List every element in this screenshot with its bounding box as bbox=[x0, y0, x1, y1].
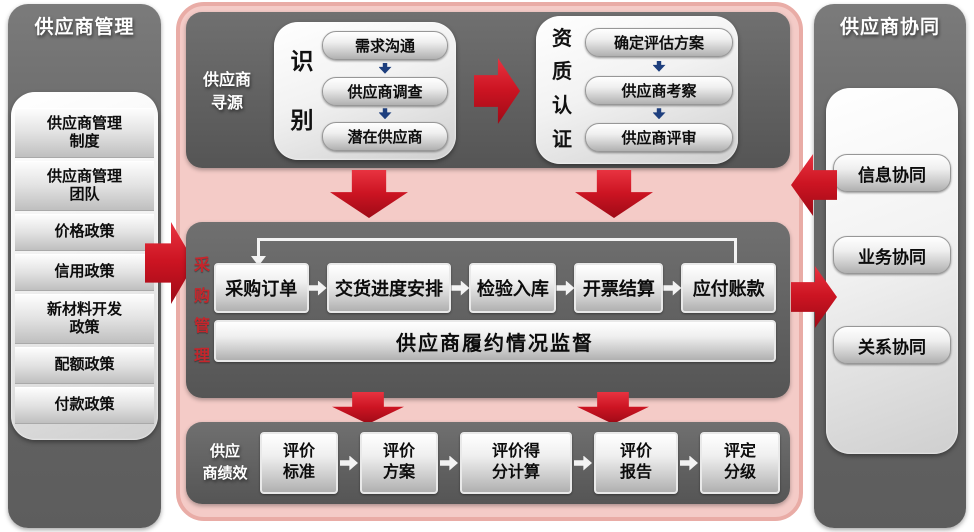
list-item: 信用政策 bbox=[15, 254, 154, 291]
arrow-right-icon bbox=[574, 455, 592, 471]
flow-node: 检验入库 bbox=[469, 263, 557, 313]
qualification-box: 资 质 认 证 确定评估方案 供应商考察 供应商评审 bbox=[536, 16, 738, 164]
procurement-panel-label: 采 购 管 理 bbox=[193, 257, 210, 366]
arrow-right-icon bbox=[474, 58, 520, 124]
flow-node: 采购订单 bbox=[214, 263, 309, 313]
arrow-down-icon bbox=[378, 108, 392, 120]
flow-node: 潜在供应商 bbox=[322, 122, 448, 151]
arrow-right-icon bbox=[451, 280, 470, 296]
left-sidebar-title: 供应商管理 bbox=[34, 16, 135, 38]
flow-node: 评价 标准 bbox=[260, 432, 338, 494]
list-item: 价格政策 bbox=[15, 214, 154, 251]
right-sidebar: 供应商协同 信息协同 业务协同 关系协同 bbox=[814, 4, 966, 528]
arrow-right-icon bbox=[340, 455, 358, 471]
identify-box: 识 别 需求沟通 供应商调查 潜在供应商 bbox=[274, 22, 456, 160]
arrow-right-icon bbox=[308, 280, 327, 296]
performance-panel-label: 供应 商绩效 bbox=[202, 443, 248, 482]
procurement-flow: 采购订单 交货进度安排 检验入库 开票结算 应付账款 bbox=[214, 263, 776, 313]
performance-flow: 评价 标准 评价 方案 评价得 分计算 评价 报告 评定 分级 bbox=[260, 432, 780, 494]
right-sidebar-title: 供应商协同 bbox=[839, 16, 940, 38]
arrow-right-icon bbox=[440, 455, 458, 471]
identify-steps: 需求沟通 供应商调查 潜在供应商 bbox=[322, 31, 448, 151]
flow-node: 交货进度安排 bbox=[326, 263, 452, 313]
monitor-bar: 供应商履约情况监督 bbox=[214, 320, 776, 362]
flow-node: 评价 报告 bbox=[594, 432, 678, 494]
flow-node: 供应商考察 bbox=[585, 75, 733, 105]
identify-label: 识 别 bbox=[290, 48, 314, 133]
flow-node: 评价 方案 bbox=[360, 432, 438, 494]
flow-node: 供应商评审 bbox=[585, 123, 733, 152]
flow-node: 确定评估方案 bbox=[585, 28, 733, 57]
flow-node: 评价得 分计算 bbox=[460, 432, 572, 494]
arrow-down-icon bbox=[652, 108, 666, 120]
sourcing-panel-label: 供应商 寻源 bbox=[202, 71, 251, 112]
flow-node: 供应商调查 bbox=[322, 76, 448, 106]
list-item: 付款政策 bbox=[15, 387, 154, 424]
list-item: 信息协同 bbox=[833, 154, 951, 192]
feedback-loop-line bbox=[257, 238, 737, 264]
flow-node: 需求沟通 bbox=[322, 31, 448, 60]
qualification-label: 资 质 认 证 bbox=[552, 27, 572, 151]
arrow-right-icon bbox=[556, 280, 575, 296]
flow-node: 评定 分级 bbox=[700, 432, 780, 494]
list-item: 关系协同 bbox=[833, 326, 951, 364]
arrow-right-icon bbox=[663, 280, 682, 296]
arrow-down-icon bbox=[652, 60, 666, 72]
list-item: 配额政策 bbox=[15, 347, 154, 384]
list-item: 供应商管理 团队 bbox=[15, 161, 154, 211]
qualification-steps: 确定评估方案 供应商考察 供应商评审 bbox=[585, 28, 733, 152]
list-item: 供应商管理 制度 bbox=[15, 108, 154, 158]
procurement-panel: 采 购 管 理 采购订单 交货进度安排 检验入库 开票结算 应付账款 供应商履约… bbox=[186, 222, 790, 398]
arrow-right-icon bbox=[680, 455, 698, 471]
arrow-down-icon bbox=[251, 256, 266, 266]
flow-node: 开票结算 bbox=[574, 263, 664, 313]
list-item: 新材料开发 政策 bbox=[15, 294, 154, 344]
list-item: 业务协同 bbox=[833, 236, 951, 274]
right-sidebar-list: 信息协同 业务协同 关系协同 bbox=[826, 88, 958, 454]
flow-node: 应付账款 bbox=[681, 263, 776, 313]
left-sidebar-list: 供应商管理 制度 供应商管理 团队 价格政策 信用政策 新材料开发 政策 配额政… bbox=[11, 92, 158, 440]
sourcing-panel: 供应商 寻源 识 别 需求沟通 供应商调查 潜在供应商 资 质 认 证 确定评估… bbox=[186, 12, 790, 168]
left-sidebar: 供应商管理 供应商管理 制度 供应商管理 团队 价格政策 信用政策 新材料开发 … bbox=[8, 4, 161, 528]
performance-panel: 供应 商绩效 评价 标准 评价 方案 评价得 分计算 评价 报告 评定 分级 bbox=[186, 422, 790, 504]
arrow-down-icon bbox=[378, 62, 392, 74]
